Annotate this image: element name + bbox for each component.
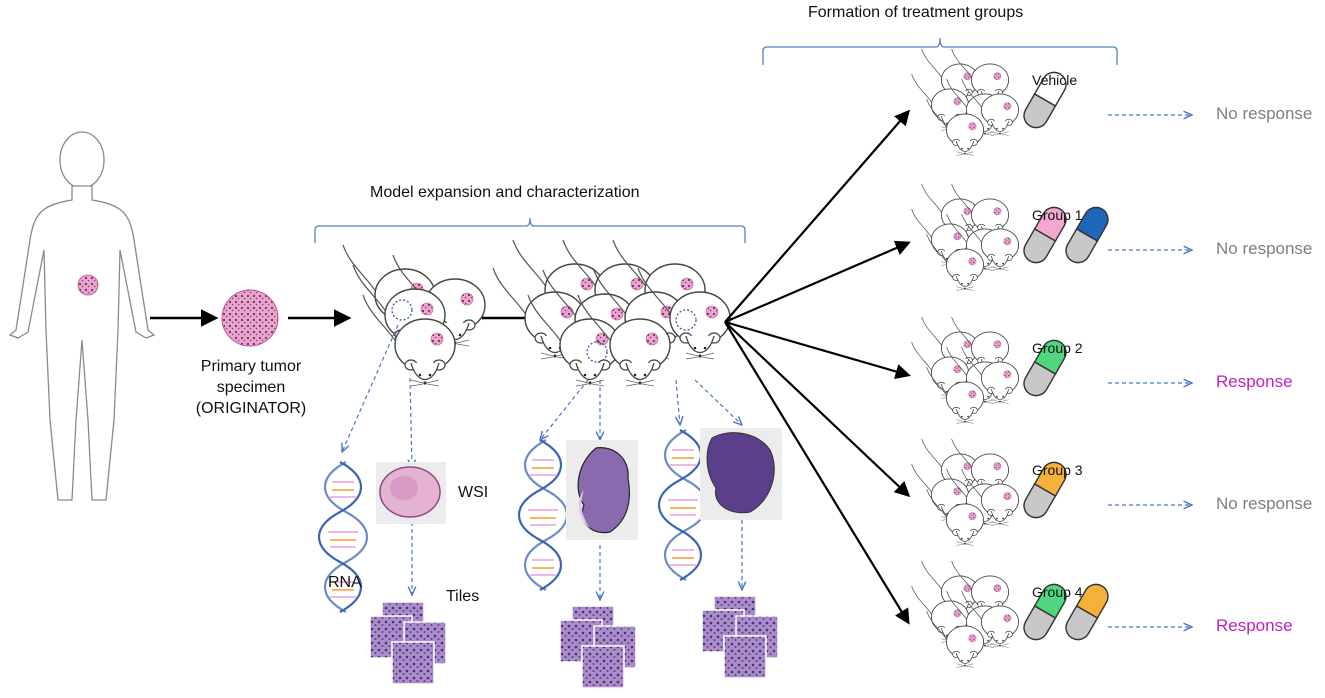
tiles-stack-3 xyxy=(701,595,779,679)
group-mice-icon xyxy=(911,560,1020,668)
wsi-slide-3 xyxy=(700,428,782,520)
expansion-bracket xyxy=(314,217,746,243)
rna-helix-icon-2 xyxy=(517,438,569,592)
pill-capsule-icon xyxy=(1065,583,1109,641)
group-row-2 xyxy=(911,316,1192,424)
originator-label: Primary tumor specimen (ORIGINATOR) xyxy=(176,356,326,419)
treatment-bracket xyxy=(762,37,1118,65)
group-row-3 xyxy=(911,438,1192,546)
group-row-0 xyxy=(911,48,1192,156)
rna-label: RNA xyxy=(328,574,362,591)
dashed-arrows-small xyxy=(342,324,412,595)
group-name-label: Group 1 xyxy=(1032,207,1083,223)
human-silhouette-icon xyxy=(8,131,156,501)
tiles-stack-1 xyxy=(369,601,447,685)
treatment-groups xyxy=(911,48,1192,668)
originator-line-1: Primary tumor xyxy=(200,358,302,375)
group-mice-icon xyxy=(911,316,1020,424)
group-name-label: Group 3 xyxy=(1032,462,1083,478)
treatment-heading: Formation of treatment groups xyxy=(808,4,1024,21)
tiles-stack-2 xyxy=(559,605,637,689)
group-name-label: Vehicle xyxy=(1032,72,1078,88)
originator-line-2: specimen xyxy=(216,379,286,396)
pill-capsule-icon xyxy=(1023,461,1067,519)
pill-capsule-icon xyxy=(1065,206,1109,264)
group-mice-icon xyxy=(911,48,1020,156)
mice-cluster-small xyxy=(342,244,486,387)
group-mice-icon xyxy=(911,438,1020,546)
group-result-label: No response xyxy=(1216,494,1313,513)
group-result-label: No response xyxy=(1216,104,1313,123)
pill-capsule-icon xyxy=(1023,206,1067,264)
tiles-label: Tiles xyxy=(446,588,480,605)
group-result-label: Response xyxy=(1216,616,1293,635)
wsi-slide-1 xyxy=(376,462,446,524)
tumor-specimen-icon xyxy=(221,289,279,347)
primary-tumor-site-icon xyxy=(77,274,99,296)
group-mice-icon xyxy=(911,183,1020,291)
pill-capsule-icon xyxy=(1023,339,1067,397)
group-result-label: Response xyxy=(1216,372,1293,391)
pill-capsule-icon xyxy=(1023,583,1067,641)
group-result-label: No response xyxy=(1216,239,1313,258)
dashed-arrows-large xyxy=(540,379,742,600)
wsi-label: WSI xyxy=(458,484,489,501)
wsi-slide-2 xyxy=(566,440,638,540)
group-name-label: Group 4 xyxy=(1032,584,1083,600)
expansion-heading: Model expansion and characterization xyxy=(370,184,640,201)
originator-line-3: (ORIGINATOR) xyxy=(195,400,307,417)
rna-helix-icon-3 xyxy=(657,428,709,582)
group-row-4 xyxy=(911,560,1192,668)
group-name-label: Group 2 xyxy=(1032,340,1083,356)
mice-cluster-large xyxy=(492,239,731,387)
pill-capsule-icon xyxy=(1023,71,1067,129)
group-row-1 xyxy=(911,183,1192,291)
fan-out-arrows xyxy=(724,109,911,625)
